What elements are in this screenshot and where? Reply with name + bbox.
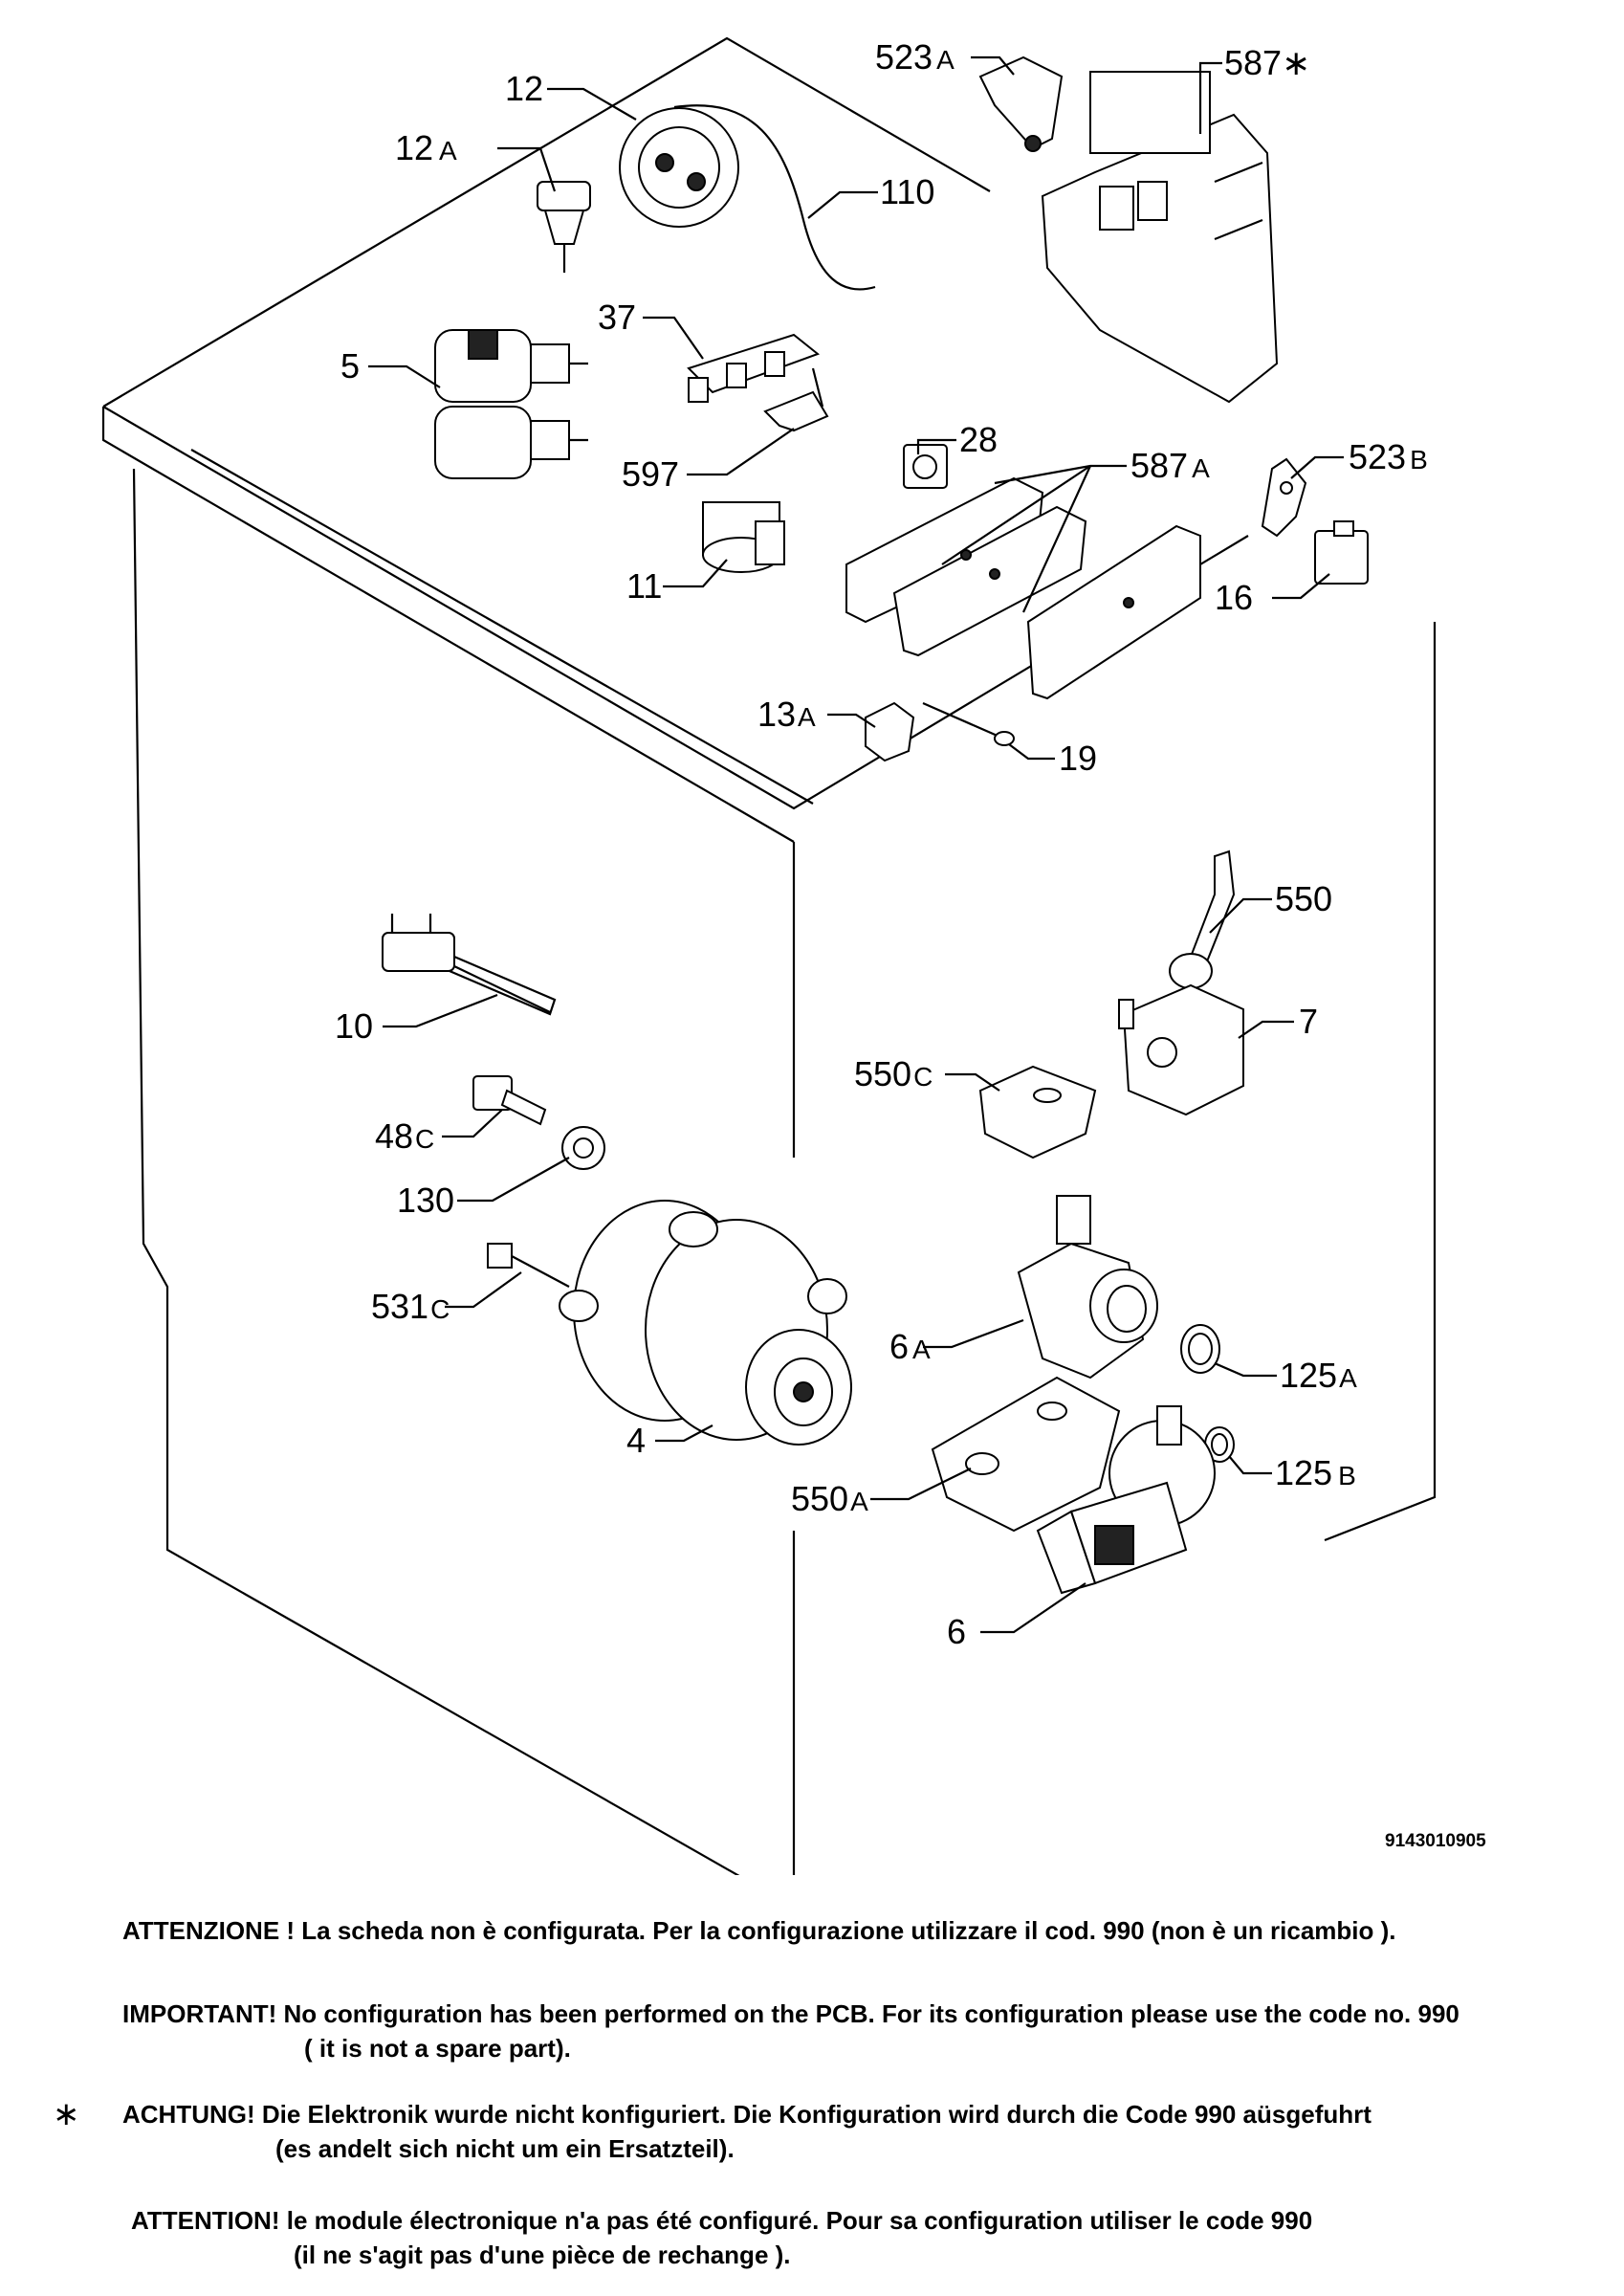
label-531c: 531C bbox=[371, 1287, 450, 1326]
part-37-terminal-block bbox=[687, 333, 821, 403]
note-german-line-2: (es andelt sich nicht um ein Ersatzteil)… bbox=[275, 2134, 735, 2163]
cabinet-outline bbox=[101, 36, 1437, 1875]
part-550-lever bbox=[1169, 850, 1236, 989]
part-587a-display-boards bbox=[845, 476, 1201, 700]
part-587-star-main-board bbox=[1041, 71, 1279, 404]
note-french-line-1: ATTENTION! le module électronique n'a pa… bbox=[131, 2206, 1313, 2235]
label-10: 10 bbox=[335, 1006, 373, 1046]
note-french-line-2: (il ne s'agit pas d'une pièce de rechang… bbox=[294, 2241, 791, 2269]
label-13a: 13A bbox=[757, 695, 816, 734]
label-6: 6 bbox=[947, 1612, 966, 1651]
part-125a-ring bbox=[1180, 1324, 1220, 1374]
part-550a-filter-cover bbox=[931, 1376, 1121, 1533]
note-english-line-2: ( it is not a spare part). bbox=[304, 2034, 571, 2063]
label-4: 4 bbox=[626, 1421, 646, 1460]
part-11-capacitor bbox=[702, 501, 785, 573]
label-550: 550 bbox=[1275, 879, 1332, 918]
label-110: 110 bbox=[880, 172, 934, 211]
note-english: IMPORTANT! No configuration has been per… bbox=[122, 1997, 1459, 2065]
part-531c-bolt bbox=[487, 1243, 570, 1288]
label-37: 37 bbox=[598, 298, 636, 337]
label-130: 130 bbox=[397, 1181, 454, 1220]
label-19: 19 bbox=[1059, 739, 1097, 778]
drawing-code: 9143010905 bbox=[1385, 1831, 1486, 1851]
label-550c: 550C bbox=[854, 1054, 933, 1093]
part-597-bracket bbox=[763, 367, 829, 432]
part-13a-connector bbox=[865, 701, 915, 762]
part-16-door-lock bbox=[1314, 520, 1369, 585]
label-5: 5 bbox=[340, 346, 360, 386]
part-19-sensor bbox=[922, 701, 1015, 746]
note-french: ATTENTION! le module électronique n'a pa… bbox=[131, 2203, 1312, 2272]
part-4-motor bbox=[559, 1200, 852, 1446]
note-english-line-1: IMPORTANT! No configuration has been per… bbox=[122, 1999, 1459, 2028]
leader-lines bbox=[368, 55, 1344, 1634]
part-6a-pump-housing bbox=[1017, 1195, 1158, 1380]
label-48c: 48C bbox=[375, 1116, 434, 1156]
part-523b-lever bbox=[1261, 457, 1307, 538]
part-110-hose bbox=[673, 104, 876, 291]
part-550c-cover bbox=[978, 1065, 1097, 1159]
part-7-switch bbox=[1118, 983, 1244, 1116]
asterisk-marker: ∗ bbox=[53, 2096, 80, 2132]
part-28-bracket bbox=[903, 444, 948, 489]
part-130-gear bbox=[561, 1126, 605, 1170]
part-12-pressure-switch bbox=[619, 107, 739, 228]
note-german: ACHTUNG! Die Elektronik wurde nicht konf… bbox=[122, 2097, 1372, 2166]
part-10-heater bbox=[382, 914, 557, 1016]
label-7: 7 bbox=[1299, 1002, 1318, 1041]
part-48c-sensor bbox=[472, 1075, 547, 1126]
part-5-inlet-valve bbox=[434, 329, 588, 479]
label-125a: 125A bbox=[1280, 1356, 1357, 1395]
label-16: 16 bbox=[1215, 578, 1253, 617]
note-italian: ATTENZIONE ! La scheda non è configurata… bbox=[122, 1916, 1396, 1945]
label-12: 12 bbox=[505, 69, 543, 108]
part-523a-lever bbox=[978, 55, 1064, 152]
label-587-star: 587∗ bbox=[1224, 43, 1310, 82]
note-german-line-1: ACHTUNG! Die Elektronik wurde nicht konf… bbox=[122, 2100, 1372, 2129]
label-550a: 550A bbox=[791, 1479, 868, 1518]
label-597: 597 bbox=[622, 454, 679, 494]
label-11: 11 bbox=[626, 566, 662, 606]
label-28: 28 bbox=[959, 420, 998, 459]
part-6-drain-pump bbox=[1036, 1405, 1216, 1595]
part-12a-pressure-switch bbox=[537, 181, 591, 273]
